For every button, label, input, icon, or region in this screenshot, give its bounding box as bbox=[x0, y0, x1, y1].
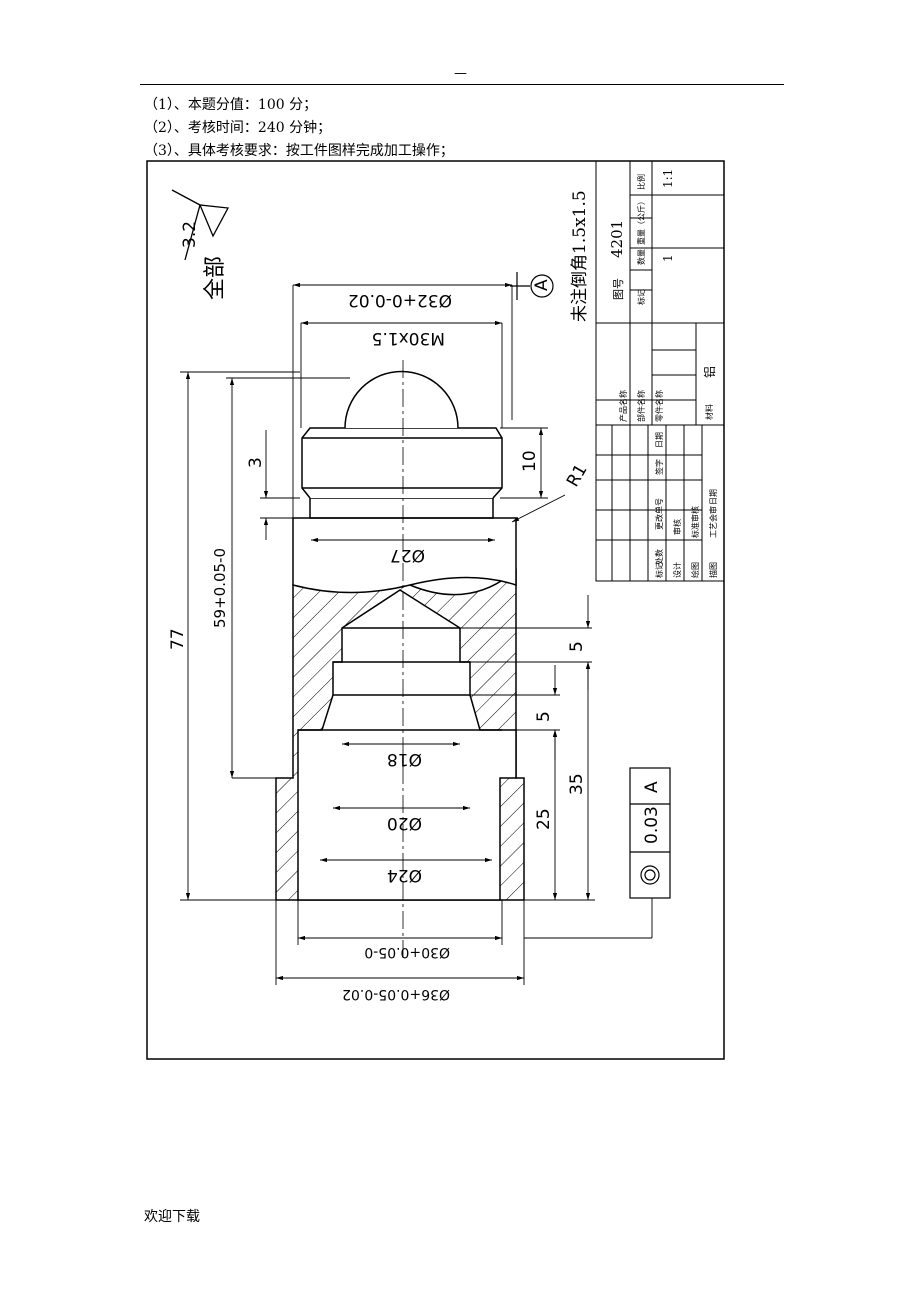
datum-letter: A bbox=[532, 279, 552, 291]
tb-scale-label: 比例 bbox=[636, 174, 646, 190]
tb-rev-mark: 标记 bbox=[654, 562, 664, 578]
dim-len3: 3 bbox=[246, 457, 266, 468]
dim-len10: 10 bbox=[520, 450, 540, 472]
requirement-1: （1）、本题分值：100 分； bbox=[144, 97, 318, 113]
dim-thread: M30x1.5 bbox=[372, 328, 445, 348]
tb-std-review: 标准审核 bbox=[690, 506, 700, 538]
tb-review: 审核 bbox=[672, 519, 682, 535]
requirement-3: （3）、具体考核要求：按工件图样完成加工操作； bbox=[144, 143, 454, 159]
dim-d18: Ø18 bbox=[387, 749, 422, 769]
tb-change-no: 更改单号 bbox=[654, 498, 664, 530]
tolerance-frame bbox=[629, 767, 671, 899]
datum-symbol bbox=[510, 272, 554, 300]
surface-finish-scope: 全部 bbox=[203, 256, 228, 300]
tb-mark-label: 标记 bbox=[636, 289, 646, 305]
tb-weight-label: 重量（公斤） bbox=[636, 197, 646, 245]
tb-drawing-no-label: 图号 bbox=[612, 278, 625, 300]
tb-design: 设计 bbox=[672, 562, 682, 578]
tb-date2: 日期 bbox=[709, 489, 718, 505]
drawing-frame bbox=[146, 160, 725, 1060]
tb-material: 铝 bbox=[702, 366, 717, 378]
requirement-2: （2）、考核时间：240 分钟； bbox=[144, 120, 332, 136]
dimension-lines bbox=[180, 282, 653, 985]
header-rule bbox=[140, 84, 784, 85]
tb-assembly-name: 部件名称 bbox=[636, 390, 646, 422]
dim-len5b: 5 bbox=[534, 711, 554, 722]
tb-rev-place: 处数 bbox=[654, 549, 664, 565]
dim-d27: Ø27 bbox=[390, 545, 425, 565]
tb-drawing-no: 4201 bbox=[608, 220, 626, 258]
title-block bbox=[595, 160, 725, 582]
header-dash: — bbox=[454, 66, 467, 81]
dim-d30: Ø30+0.05-0 bbox=[364, 944, 450, 960]
dim-len25: 25 bbox=[534, 808, 554, 830]
dim-d36: Ø36+0.05-0.02 bbox=[342, 986, 450, 1002]
dim-len5a: 5 bbox=[567, 641, 587, 652]
footer-text: 欢迎下载 bbox=[144, 1209, 200, 1225]
tb-qty: 1 bbox=[661, 254, 675, 262]
tolerance-value: 0.03 bbox=[642, 806, 662, 844]
tb-scale: 1:1 bbox=[661, 169, 675, 188]
tolerance-datum: A bbox=[642, 781, 662, 793]
tb-material-label: 材料 bbox=[704, 404, 714, 420]
surface-finish-value: 3.2 bbox=[180, 221, 200, 248]
dim-radius: R1 bbox=[563, 461, 592, 491]
tb-draw: 绘图 bbox=[690, 562, 700, 578]
tb-process: 工艺会审 bbox=[708, 506, 718, 538]
part-body bbox=[292, 370, 517, 594]
surface-finish-symbol bbox=[171, 189, 230, 261]
dim-len77: 77 bbox=[168, 628, 188, 650]
tb-sign: 签字 bbox=[654, 459, 664, 475]
dim-len35: 35 bbox=[567, 773, 587, 795]
chamfer-note: 未注倒角1.5x1.5 bbox=[570, 190, 590, 322]
part-section bbox=[275, 568, 525, 901]
dim-d20: Ø20 bbox=[387, 813, 422, 833]
tb-trace: 描图 bbox=[708, 562, 718, 578]
tb-part-name: 零件名称 bbox=[654, 390, 664, 422]
dim-d32: Ø32+0-0.02 bbox=[348, 290, 452, 310]
dim-d24: Ø24 bbox=[387, 865, 422, 885]
tb-date: 日期 bbox=[655, 432, 664, 448]
tb-qty-label: 数量 bbox=[636, 249, 646, 265]
tb-product-name: 产品名称 bbox=[618, 390, 628, 422]
dim-len59: 59+0.05-0 bbox=[211, 548, 229, 628]
